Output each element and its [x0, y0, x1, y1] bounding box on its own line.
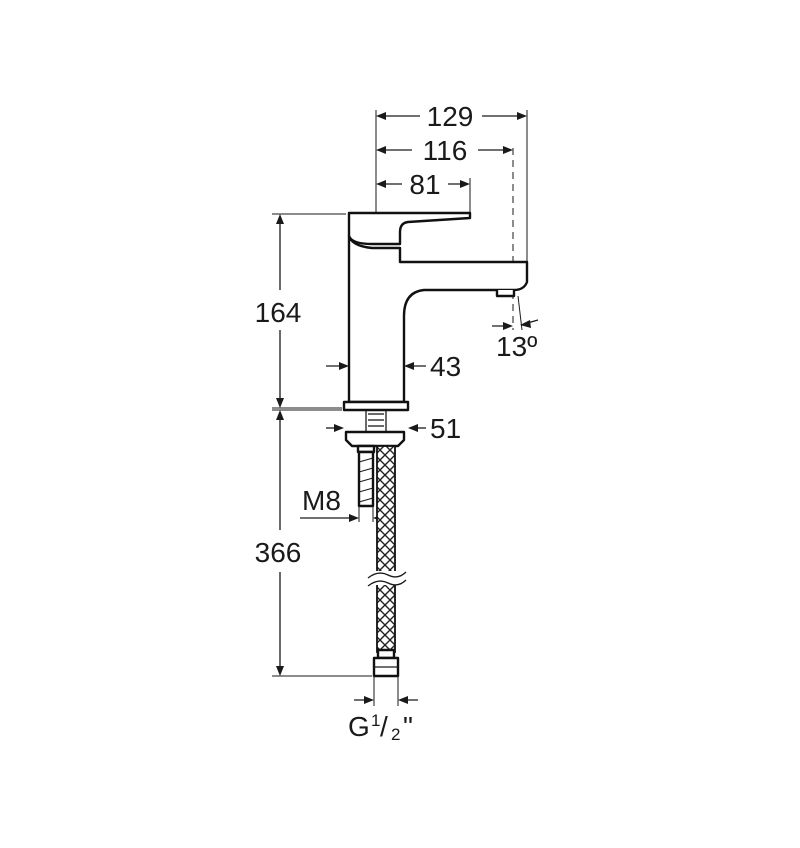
- connection-frac-slash: /: [380, 711, 388, 742]
- thread-label: M8: [302, 485, 341, 516]
- connection-frac-den: 2: [391, 725, 400, 744]
- dimension-connection: G 1 / 2 ": [348, 676, 418, 744]
- dimension-51-label: 51: [430, 413, 461, 444]
- dimension-m8: M8: [300, 485, 392, 522]
- connection-label-main: G: [348, 711, 370, 742]
- dimension-116-label: 116: [423, 135, 468, 166]
- dimension-164-label: 164: [255, 297, 302, 328]
- dimension-81-label: 81: [409, 169, 440, 200]
- faucet-body: [342, 211, 529, 412]
- braided-hose: [366, 445, 407, 678]
- dimension-129: 129: [375, 101, 528, 262]
- fixing-assembly: [344, 410, 406, 454]
- dimension-81: 81: [376, 169, 471, 212]
- connection-frac-num: 1: [371, 711, 380, 730]
- dimension-angle: 13º: [492, 295, 539, 362]
- threaded-stud: [357, 450, 375, 508]
- angle-label: 13º: [496, 331, 537, 362]
- dimension-116: 116: [376, 135, 514, 330]
- connection-inch: ": [403, 711, 413, 742]
- dimension-366: 366: [255, 409, 372, 677]
- dimension-366-label: 366: [255, 537, 302, 568]
- dimension-43-label: 43: [430, 351, 461, 382]
- dimension-43: 43: [326, 351, 461, 382]
- dimension-129-label: 129: [427, 101, 474, 132]
- dimension-51: 51: [326, 413, 461, 444]
- dimension-164: 164: [255, 213, 346, 409]
